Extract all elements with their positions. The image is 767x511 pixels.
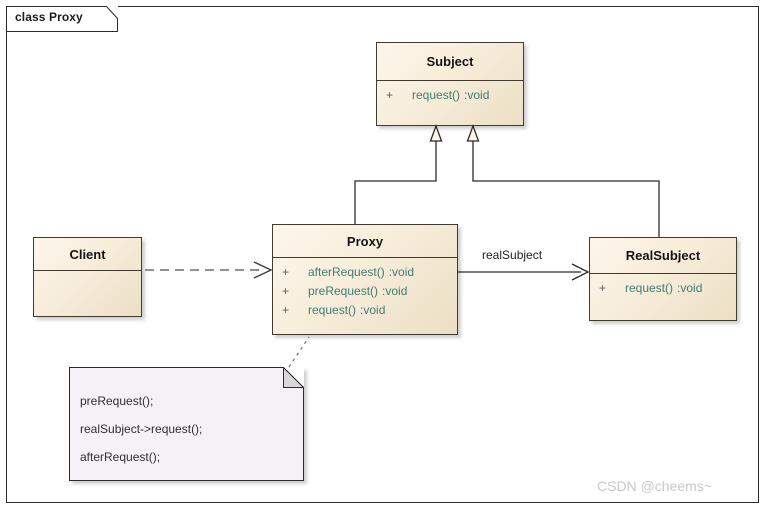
note-shape — [69, 367, 304, 481]
association-label-realsubject: realSubject — [482, 248, 543, 262]
frame-title-tab: class Proxy — [6, 6, 118, 32]
member-type: :void — [677, 281, 703, 295]
note-line: preRequest(); — [80, 394, 154, 408]
member-visibility: + — [282, 284, 290, 298]
member-name: preRequest() — [308, 284, 379, 298]
note-box[interactable]: preRequest(); realSubject->request(); af… — [69, 367, 304, 481]
member-row: + request():void — [590, 279, 736, 298]
member-type: :void — [464, 88, 490, 102]
class-members-subject: + request():void — [377, 81, 523, 109]
member-row: + request():void — [273, 301, 457, 320]
note-text: preRequest(); realSubject->request(); af… — [80, 387, 295, 471]
class-box-client[interactable]: Client — [33, 237, 142, 317]
member-row: + afterRequest():void — [273, 263, 457, 282]
member-name: request() — [625, 281, 674, 295]
member-name: request() — [308, 303, 357, 317]
member-type: :void — [388, 265, 415, 279]
class-title-subject: Subject — [377, 43, 523, 81]
class-box-proxy[interactable]: Proxy +afterRequest():void +preRequest()… — [272, 224, 458, 335]
frame-tab-shape — [6, 6, 118, 32]
class-members-realsubject: + request():void — [590, 274, 736, 302]
member-name: afterRequest() — [308, 265, 385, 279]
member-row: + request():void — [377, 86, 523, 105]
member-visibility: + — [386, 88, 394, 102]
member-type: :void — [382, 284, 408, 298]
member-visibility: + — [282, 265, 290, 279]
class-title-client: Client — [34, 238, 141, 271]
class-members-client — [34, 271, 141, 280]
watermark-text: CSDN @cheems~ — [597, 478, 712, 494]
class-title-proxy: Proxy — [273, 225, 457, 258]
class-box-realsubject[interactable]: RealSubject + request():void — [589, 237, 737, 321]
note-line: realSubject->request(); — [80, 422, 203, 436]
member-name: request() — [412, 88, 461, 102]
member-visibility: + — [599, 281, 607, 295]
member-visibility: + — [282, 303, 290, 317]
frame-title-label: class Proxy — [15, 10, 83, 24]
class-members-proxy: +afterRequest():void +preRequest():void … — [273, 258, 457, 324]
note-line: afterRequest(); — [80, 450, 161, 464]
class-title-realsubject: RealSubject — [590, 238, 736, 274]
member-row: + preRequest():void — [273, 282, 457, 301]
member-type: :void — [360, 303, 386, 317]
class-box-subject[interactable]: Subject + request():void — [376, 42, 524, 126]
